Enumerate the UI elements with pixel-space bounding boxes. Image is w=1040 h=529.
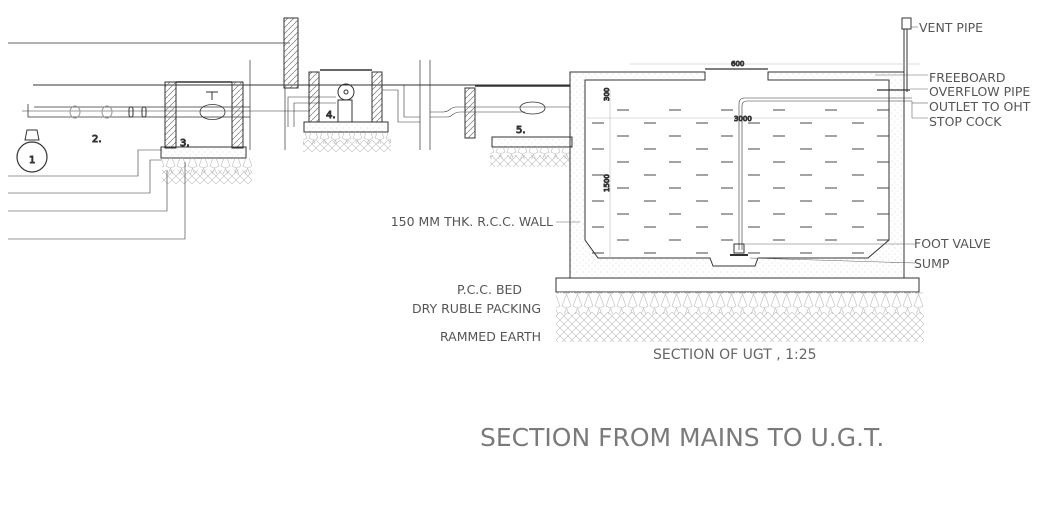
label-stop-cock: STOP COCK bbox=[929, 114, 1002, 129]
drawing-title: SECTION FROM MAINS TO U.G.T. bbox=[480, 423, 884, 452]
subtitle: SECTION OF UGT , 1:25 bbox=[653, 347, 817, 363]
label-vent-pipe: VENT PIPE bbox=[919, 20, 983, 35]
item-1-label: 1 bbox=[29, 155, 35, 166]
label-dry-ruble-packing: DRY RUBLE PACKING bbox=[412, 301, 541, 316]
callouts: VENT PIPE FREEBOARD OVERFLOW PIPE OUTLET… bbox=[391, 20, 1031, 452]
ugt-tank: 600 3000 300 1500 bbox=[555, 17, 928, 342]
label-freeboard: FREEBOARD bbox=[929, 70, 1006, 85]
label-rcc-wall: 150 MM THK. R.C.C. WALL bbox=[391, 214, 553, 229]
dim-freeboard: 300 bbox=[603, 88, 611, 101]
item-3-label: 3. bbox=[180, 138, 190, 149]
label-rammed-earth: RAMMED EARTH bbox=[440, 329, 541, 344]
dim-opening: 600 bbox=[731, 60, 744, 68]
label-foot-valve: FOOT VALVE bbox=[914, 236, 991, 251]
label-overflow-pipe: OVERFLOW PIPE bbox=[929, 84, 1030, 99]
dim-depth: 1500 bbox=[603, 174, 611, 192]
label-sump: SUMP bbox=[914, 256, 950, 271]
item-4-label: 4. bbox=[326, 110, 336, 121]
item-2-label: 2. bbox=[92, 134, 102, 145]
dim-width: 3000 bbox=[734, 115, 752, 123]
mains-section: 2. 1 3. 4. bbox=[8, 17, 573, 240]
label-pcc-bed: P.C.C. BED bbox=[457, 282, 522, 297]
item-5-label: 5. bbox=[516, 125, 526, 136]
label-outlet-to-oht: OUTLET TO OHT bbox=[929, 99, 1031, 114]
